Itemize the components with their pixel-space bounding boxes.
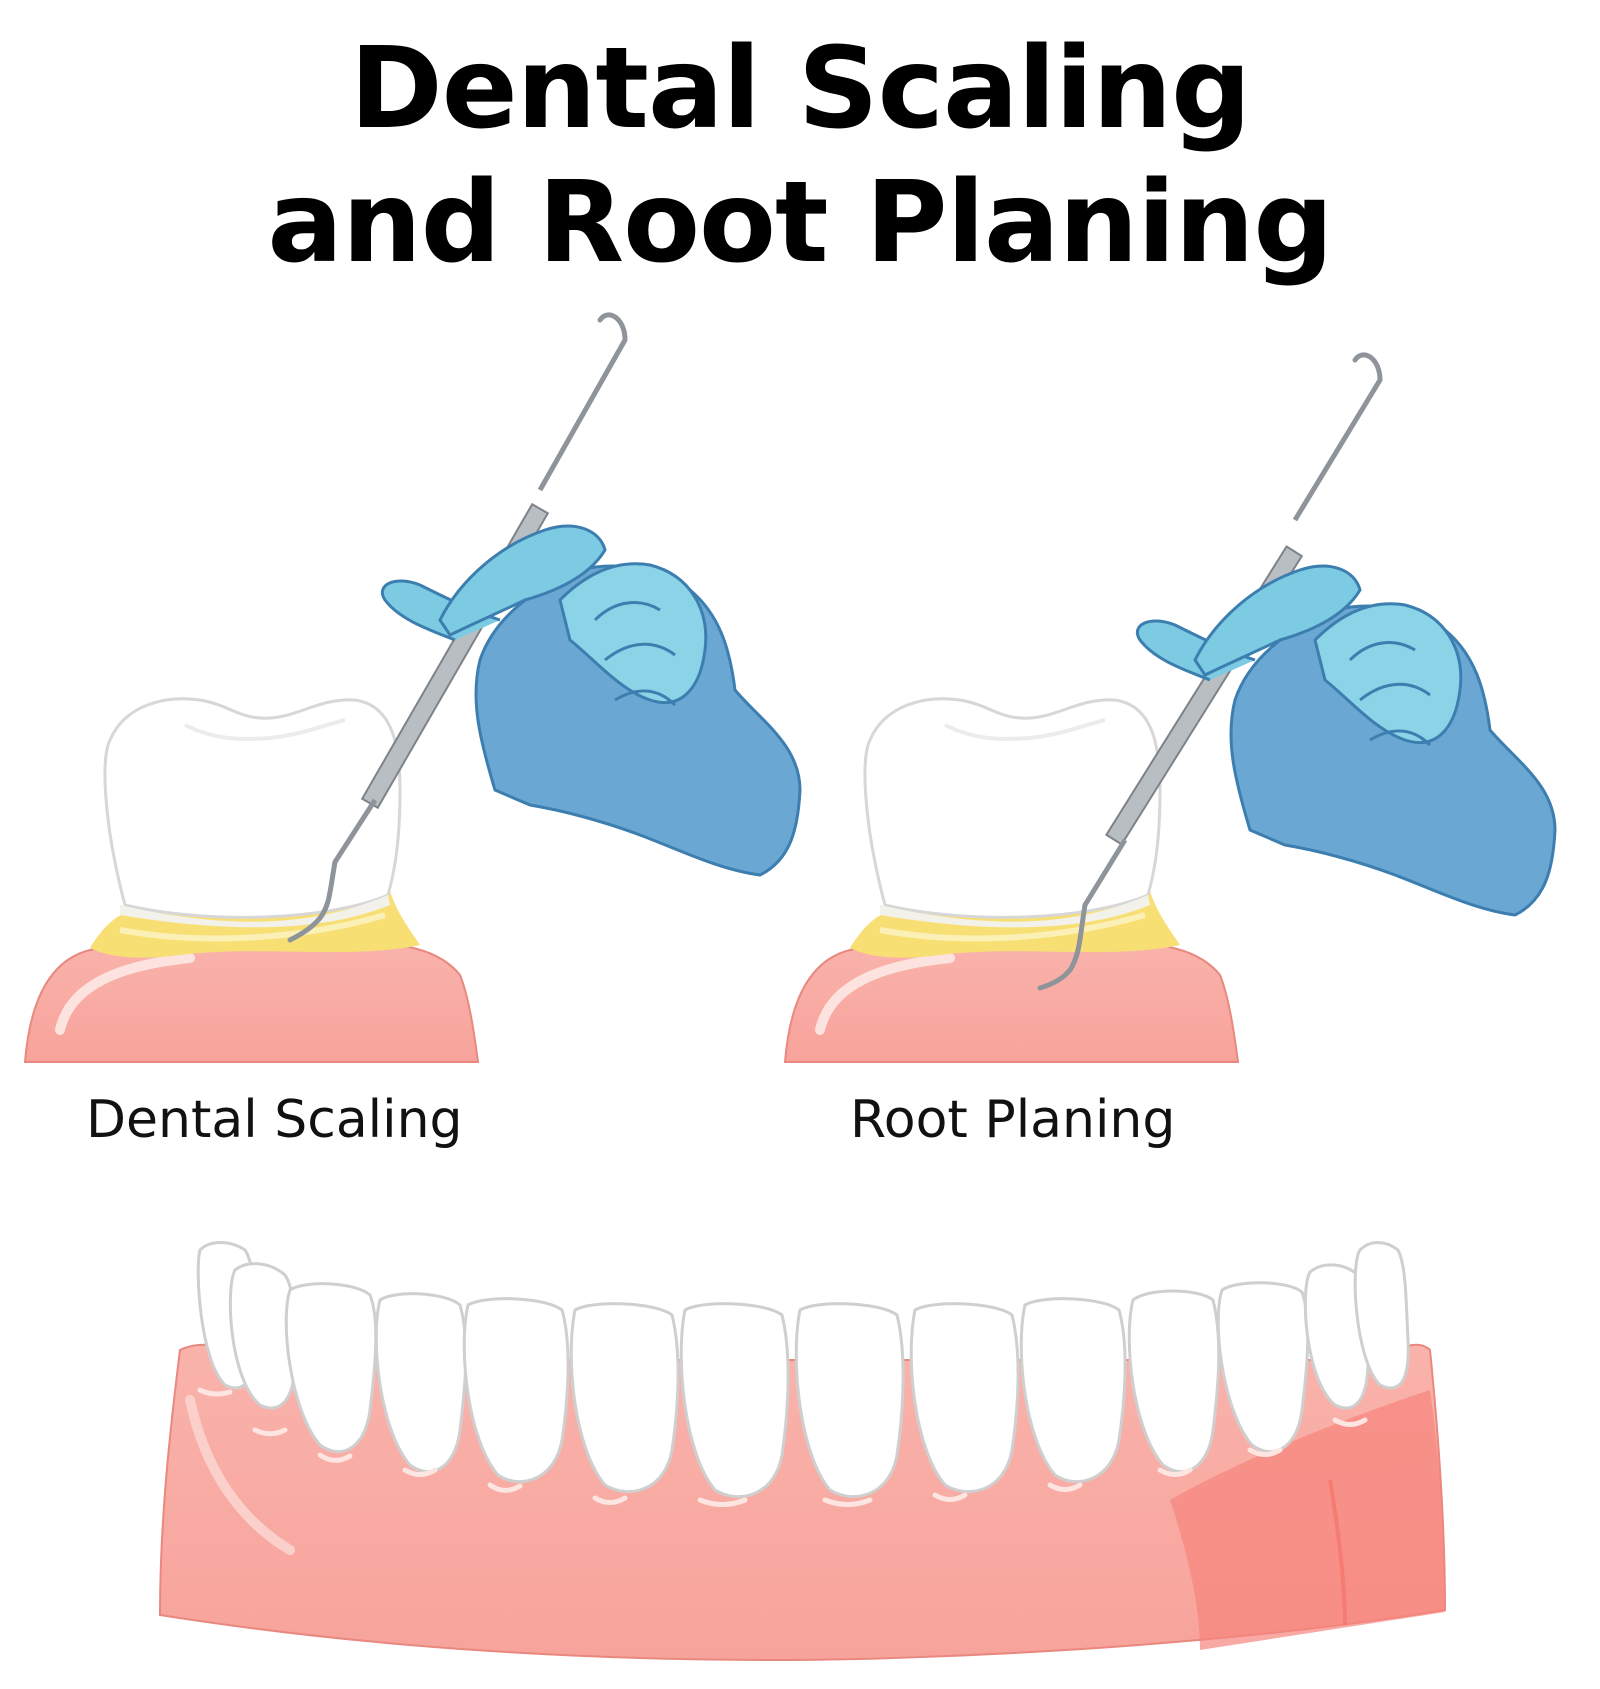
tooth-5: [462, 1297, 570, 1484]
page-title: Dental Scaling and Root Planing: [0, 22, 1600, 290]
tooth-8: [794, 1302, 905, 1499]
title-line-2: and Root Planing: [267, 158, 1333, 288]
tooth-left: [103, 697, 402, 919]
scaling-illustration: [23, 312, 802, 1063]
lower-jaw-illustration: [158, 1241, 1447, 1662]
caption-root-planing: Root Planing: [850, 1090, 1176, 1150]
glove-left: [381, 524, 802, 877]
tooth-right: [863, 697, 1162, 919]
tooth-10: [1019, 1297, 1127, 1484]
tooth-13: [1303, 1263, 1370, 1410]
gum-right: [783, 940, 1240, 1063]
tooth-11: [1127, 1289, 1221, 1474]
tooth-14: [1353, 1241, 1410, 1390]
tooth-9: [909, 1302, 1020, 1494]
tooth-3: [284, 1282, 378, 1454]
tooth-12: [1216, 1281, 1310, 1454]
caption-dental-scaling: Dental Scaling: [86, 1090, 463, 1150]
tooth-7: [679, 1302, 790, 1499]
gum-left: [23, 940, 480, 1063]
title-line-1: Dental Scaling: [349, 24, 1251, 154]
glove-right: [1136, 564, 1557, 917]
tooth-6: [569, 1302, 680, 1494]
tooth-4: [374, 1292, 468, 1474]
gum-highlights: [197, 1387, 1368, 1507]
planing-illustration: [783, 352, 1557, 1063]
lower-teeth: [196, 1241, 1410, 1499]
